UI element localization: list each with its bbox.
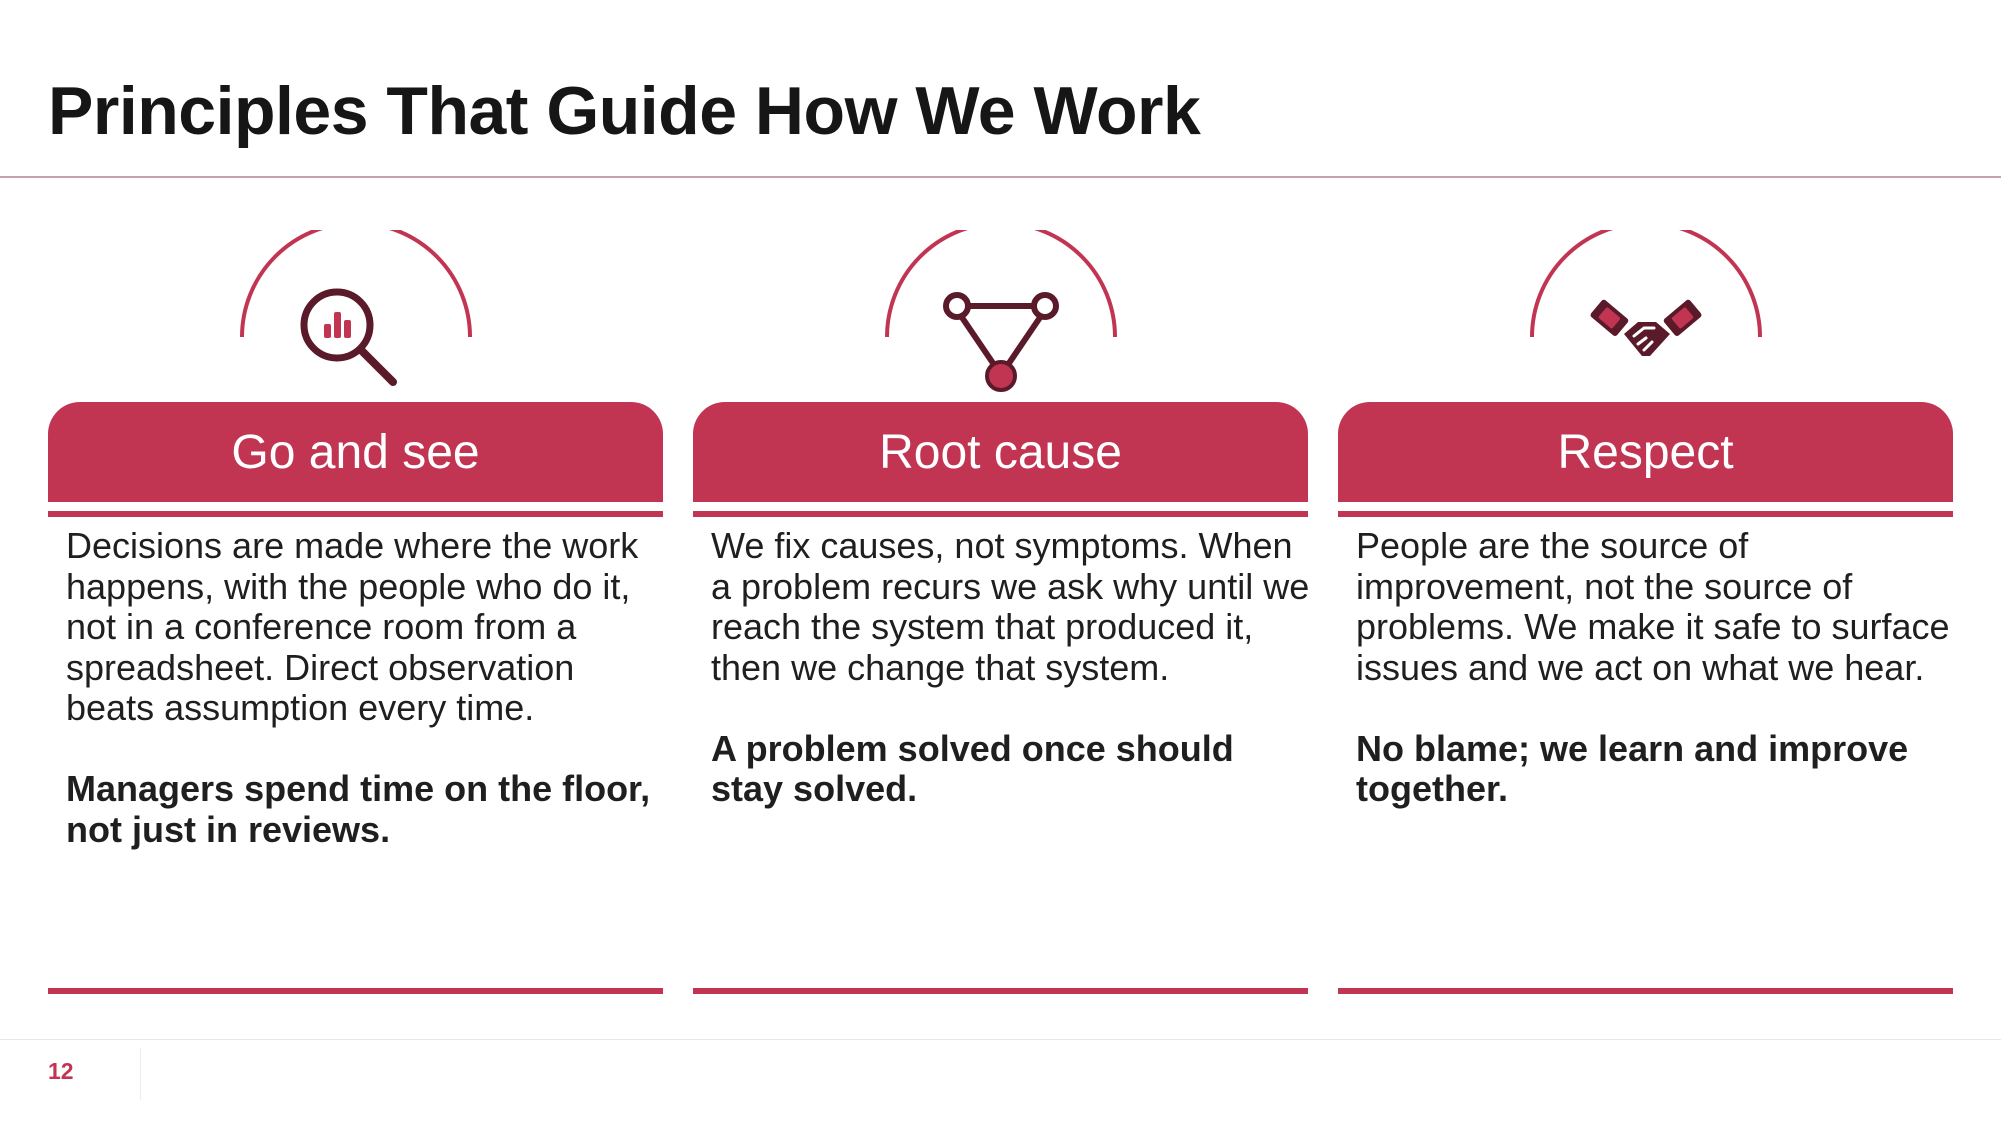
header-underline [1338,511,1953,517]
header-underline [48,511,663,517]
handshake-icon [1528,230,1764,400]
card-bottom-rule [48,988,663,994]
card-body: Decisions are made where the work happen… [66,525,666,850]
card-title: Root cause [879,425,1122,479]
card-emphasis: No blame; we learn and improve together. [1356,727,1909,809]
card-emphasis: A problem solved once should stay solved… [711,727,1234,809]
card-emphasis: Managers spend time on the floor, not ju… [66,768,651,850]
principle-card-root-cause: Root cause We fix causes, not symptoms. … [693,230,1311,996]
card-header: Respect [1338,402,1953,502]
slide-title: Principles That Guide How We Work [48,73,1201,149]
page-number: 12 [48,1058,74,1084]
header-underline [693,511,1308,517]
card-bottom-rule [1338,988,1953,994]
magnifier-chart-icon [238,230,474,400]
card-title: Respect [1557,425,1734,479]
principle-card-go-and-see: Go and see Decisions are made where the … [48,230,663,996]
card-bottom-rule [693,988,1308,994]
card-description: We fix causes, not symptoms. When a prob… [711,525,1310,688]
footer-separator [140,1048,141,1100]
card-description: People are the source of improvement, no… [1356,525,1950,688]
root-cause-graph-icon [883,230,1119,400]
footer-divider [0,1039,2001,1040]
card-header: Go and see [48,402,663,502]
principle-card-respect: Respect People are the source of improve… [1338,230,1953,996]
card-header: Root cause [693,402,1308,502]
card-description: Decisions are made where the work happen… [66,525,639,728]
card-body: We fix causes, not symptoms. When a prob… [711,525,1311,810]
title-divider [0,176,2001,178]
card-body: People are the source of improvement, no… [1356,525,1956,810]
card-title: Go and see [231,425,480,479]
